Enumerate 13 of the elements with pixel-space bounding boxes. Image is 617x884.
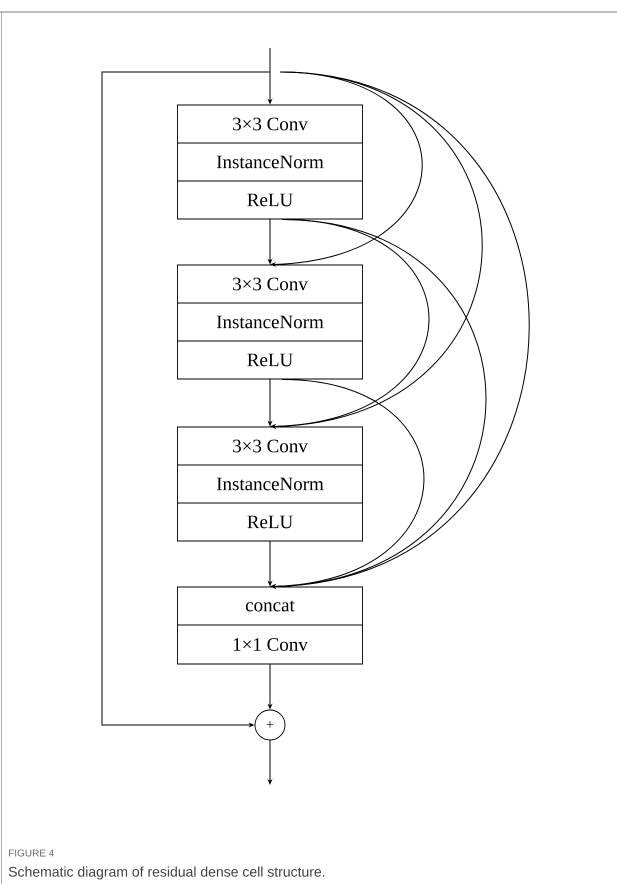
layer-box: 1×1 Conv (177, 624, 363, 664)
layer-box: ReLU (177, 340, 363, 380)
layer-box: InstanceNorm (177, 142, 363, 182)
layer-box: concat (177, 586, 363, 626)
layer-box: ReLU (177, 502, 363, 542)
layer-box: 3×3 Conv (177, 264, 363, 304)
figure-number: FIGURE 4 (9, 849, 54, 857)
layer-box: ReLU (177, 180, 363, 220)
caption: Schematic diagram of residual dense cell structure. (8, 866, 324, 880)
layer-box: InstanceNorm (177, 302, 363, 342)
layer-box: 3×3 Conv (177, 426, 363, 466)
layer-box: InstanceNorm (177, 464, 363, 504)
layer-box: 3×3 Conv (177, 104, 363, 144)
